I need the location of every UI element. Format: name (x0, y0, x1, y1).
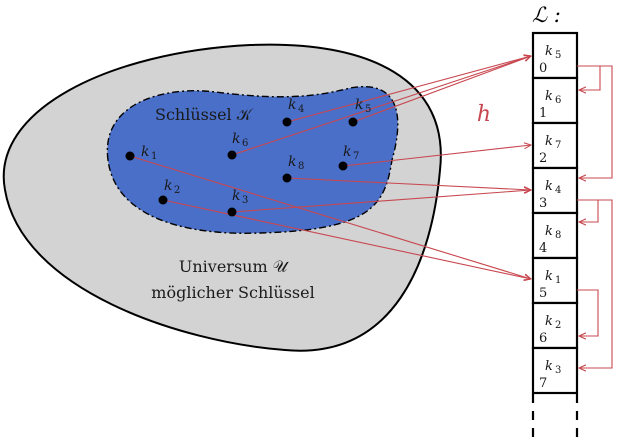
universe-label-line2: möglicher Schlüssel (151, 283, 314, 302)
slot-2-k: k (545, 134, 553, 149)
key-sub-k6: 6 (242, 138, 248, 149)
table-slot-4: 4 (531, 211, 579, 260)
slot-3-k: k (545, 179, 553, 194)
key-label-k5: k (355, 97, 363, 113)
arrow-k2-slot5 (162, 199, 531, 279)
key-label-k4: k (288, 97, 296, 113)
slot-2-index: 2 (539, 151, 547, 166)
slot-1-k: k (545, 89, 553, 104)
key-point-k8 (282, 173, 292, 183)
key-point-k3 (227, 207, 237, 217)
table-slot-5: 5 (531, 256, 579, 305)
key-label-k8: k (288, 154, 296, 170)
slot-0-index: 0 (539, 61, 547, 76)
slot-2-key: 7 (555, 140, 561, 151)
key-label-k2: k (164, 178, 172, 194)
key-label-k7: k (343, 144, 351, 160)
slot-4-index: 4 (539, 241, 547, 256)
key-sub-k4: 4 (298, 104, 304, 115)
key-points: k 1 k 2 k 3 k 4 k 5 k 6 k 7 k 8 (125, 97, 371, 217)
key-point-k4 (282, 117, 292, 127)
key-sub-k5: 5 (365, 104, 371, 115)
slot-3-key: 4 (555, 185, 561, 196)
arrow-k3-slot3 (231, 190, 531, 213)
chain-slot0-slot3 (577, 65, 613, 178)
arrow-k6-slot0 (231, 56, 531, 156)
slot-7-index: 7 (539, 376, 547, 391)
key-label-k1: k (141, 144, 149, 160)
table-slot-7: 7 (531, 346, 579, 395)
arrow-k8-slot3 (286, 177, 531, 190)
key-sub-k8: 8 (298, 161, 304, 172)
arrow-k5-slot0 (352, 56, 531, 123)
slot-0-k: k (545, 44, 553, 59)
chain-arrows (577, 65, 613, 368)
hash-function-label: h (477, 102, 491, 127)
slot-7-key: 3 (555, 365, 561, 376)
keyset-region (106, 85, 399, 234)
arrow-k1-slot5 (129, 155, 531, 279)
chain-slot3-slot4 (577, 199, 599, 222)
slot-5-index: 5 (539, 286, 547, 301)
chain-slot3-slot7 (577, 199, 613, 368)
chain-slot5-slot6 (577, 289, 599, 336)
arrow-k4-slot0 (286, 56, 531, 123)
key-label-k6: k (232, 131, 240, 147)
chain-slot0-slot1 (577, 65, 601, 90)
key-point-k2 (158, 195, 168, 205)
universe-label-line1: Universum 𝒰 (179, 257, 290, 276)
table-slot-3: 3 (531, 166, 579, 215)
slot-0-key: 5 (555, 50, 561, 61)
slot-5-key: 1 (555, 275, 561, 286)
table-title: ℒ : (532, 3, 561, 27)
key-sub-k1: 1 (151, 151, 157, 162)
slot-6-key: 2 (555, 320, 561, 331)
table-slot-1: 1 (531, 76, 579, 125)
hash-arrows (129, 56, 531, 279)
key-sub-k3: 3 (242, 195, 248, 206)
table-slot-0: 0 (531, 31, 579, 80)
slot-6-index: 6 (539, 331, 547, 346)
slot-4-k: k (545, 224, 553, 239)
slot-3-index: 3 (539, 196, 547, 211)
key-point-k5 (348, 117, 358, 127)
key-sub-k7: 7 (353, 151, 359, 162)
arrow-k7-slot2 (342, 145, 531, 167)
slot-1-index: 1 (539, 106, 547, 121)
slot-1-key: 6 (555, 95, 561, 106)
slot-4-key: 8 (555, 230, 561, 241)
slot-7-k: k (545, 359, 553, 374)
slot-5-k: k (545, 269, 553, 284)
keyset-label: Schlüssel 𝒦 (155, 105, 254, 124)
key-sub-k2: 2 (174, 185, 180, 196)
slot-6-k: k (545, 314, 553, 329)
key-label-k3: k (232, 188, 240, 204)
key-point-k6 (227, 150, 237, 160)
key-point-k1 (125, 151, 135, 161)
hash-table: ℒ : 0 1 2 3 4 5 6 (531, 3, 579, 437)
key-point-k7 (338, 161, 348, 171)
